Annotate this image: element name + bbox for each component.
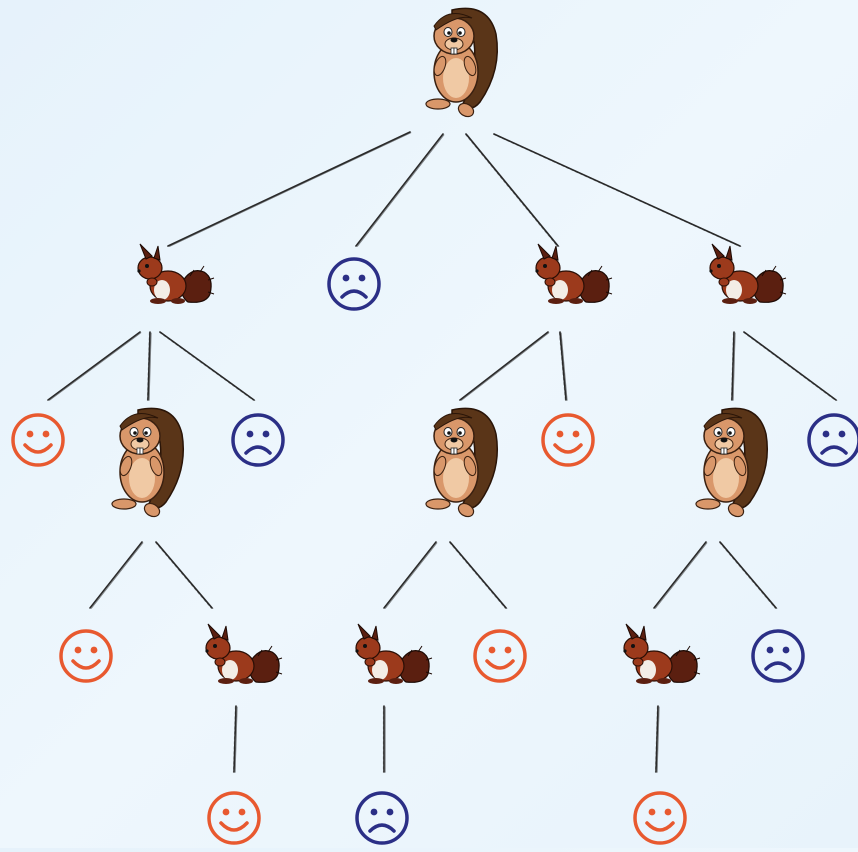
sad-face-icon [807,413,858,467]
tree-node [205,623,283,684]
beaver-icon [425,407,499,518]
tree-node [231,413,285,467]
tree-edge [718,541,778,609]
tree-edge [382,705,386,773]
tree-edge [154,541,214,609]
sad-face-icon [327,257,381,311]
beaver-icon [425,7,499,118]
squirrel-icon [137,243,215,304]
tree-edge [448,541,508,609]
tree-edge [159,331,256,401]
tree-node [425,407,499,518]
tree-edge [558,331,568,401]
tree-node [541,413,595,467]
tree-edge [167,131,412,247]
tree-edge [652,541,708,609]
tree-node [111,407,185,518]
tree-node [207,791,261,845]
happy-face-icon [541,413,595,467]
tree-edge [459,331,550,401]
tree-node [535,243,613,304]
happy-face-icon [59,629,113,683]
tree-edge [354,133,445,247]
tree-node [623,623,701,684]
beaver-icon [111,407,185,518]
tree-node [137,243,215,304]
tree-node [59,629,113,683]
squirrel-icon [709,243,787,304]
sad-face-icon [355,791,409,845]
tree-node [327,257,381,311]
squirrel-icon [355,623,433,684]
tree-edge [232,705,238,773]
tree-node [633,791,687,845]
tree-edge [493,133,742,247]
tree-node [355,791,409,845]
beaver-icon [695,407,769,518]
happy-face-icon [633,791,687,845]
tree-edge [743,331,838,401]
squirrel-icon [205,623,283,684]
tree-edge [730,331,736,401]
tree-edge [88,541,144,609]
tree-edge [382,541,438,609]
tree-nodes [11,7,858,845]
tree-edge [654,705,660,773]
sad-face-icon [231,413,285,467]
tree-node [473,629,527,683]
sad-face-icon [751,629,805,683]
tree-node [11,413,65,467]
tree-node [355,623,433,684]
squirrel-icon [623,623,701,684]
happy-face-icon [473,629,527,683]
tree-node [807,413,858,467]
tree-edge [464,133,560,247]
happy-face-icon [207,791,261,845]
tree-node [751,629,805,683]
squirrel-icon [535,243,613,304]
tree-node [425,7,499,118]
tree-node [709,243,787,304]
tree-node [695,407,769,518]
tree-edge [146,331,152,401]
happy-face-icon [11,413,65,467]
tree-edges [47,131,838,773]
tree-edge [47,331,142,401]
